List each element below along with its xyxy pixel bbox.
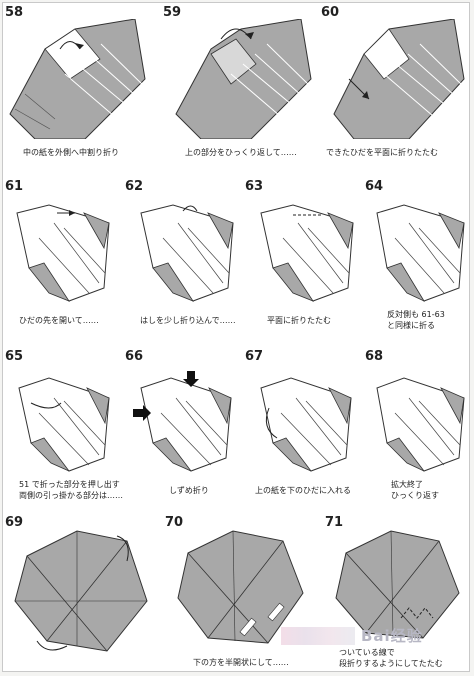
step-caption: はしを少し折り込んで…… — [140, 316, 236, 325]
step-number: 68 — [365, 349, 384, 364]
diagram-sheet: 58 中の紙を外側へ中割り折り 59 — [2, 2, 470, 672]
step-number: 59 — [163, 5, 182, 20]
step-caption: 下の方を半開状にして…… — [193, 658, 289, 667]
fold-diagram-69 — [14, 530, 148, 652]
step-caption: 拡大終了 ひっくり返す — [391, 480, 439, 500]
step-67: 67 上の紙を下のひだに入れる — [245, 349, 360, 509]
step-62: 62 はしを少し折り込んで…… — [125, 179, 240, 339]
step-number: 69 — [5, 515, 24, 530]
step-66: 66 しずめ折り — [125, 349, 240, 509]
fold-diagram-66 — [133, 371, 232, 472]
watermark-blur — [281, 627, 355, 645]
step-caption: ひだの先を開いて…… — [19, 316, 99, 325]
step-caption: ついている線で 段折りするようにしてたたむ — [339, 648, 443, 668]
fold-diagram-71 — [335, 530, 460, 639]
step-number: 65 — [5, 349, 24, 364]
step-number: 67 — [245, 349, 264, 364]
step-number: 63 — [245, 179, 264, 194]
fold-diagram-63 — [260, 204, 354, 302]
fold-diagram-60 — [333, 19, 465, 139]
step-64: 64 反対側も 61-63 と同様に折る — [365, 179, 470, 339]
step-number: 62 — [125, 179, 144, 194]
step-61: 61 ひだの先を開いて…… — [5, 179, 120, 339]
step-caption: できたひだを平面に折りたたむ — [326, 148, 438, 157]
fold-diagram-65 — [18, 377, 110, 472]
step-63: 63 平面に折りたたむ — [245, 179, 360, 339]
fold-diagram-67 — [260, 377, 352, 472]
fold-diagram-58 — [9, 19, 146, 139]
fold-diagram-68 — [376, 377, 465, 472]
step-59: 59 上の部分をひっくり返して…… — [163, 5, 313, 170]
fold-diagram-61 — [16, 204, 110, 302]
step-number: 64 — [365, 179, 384, 194]
step-caption: 反対側も 61-63 と同様に折る — [387, 310, 445, 330]
step-caption: 51 で折った部分を押し出す 両側の引っ掛かる部分は…… — [19, 480, 123, 500]
step-number: 61 — [5, 179, 24, 194]
fold-diagram-64 — [376, 204, 465, 302]
step-68: 68 拡大終了 ひっくり返す — [365, 349, 470, 509]
step-number: 58 — [5, 5, 24, 20]
step-number: 70 — [165, 515, 184, 530]
step-number: 66 — [125, 349, 144, 364]
step-caption: 平面に折りたたむ — [267, 316, 331, 325]
step-caption: 上の紙を下のひだに入れる — [255, 486, 351, 495]
fold-diagram-70 — [177, 530, 304, 644]
step-65: 65 51 で折った部分を押し出す 両側の引っ掛かる部分は…… — [5, 349, 123, 509]
fold-diagram-59 — [175, 19, 312, 139]
step-70: 70 下の方を半開状にして…… — [165, 515, 315, 671]
step-caption: 上の部分をひっくり返して…… — [185, 148, 297, 157]
step-58: 58 中の紙を外側へ中割り折り — [5, 5, 155, 170]
step-number: 71 — [325, 515, 344, 530]
step-caption: しずめ折り — [169, 486, 209, 495]
fold-diagram-62 — [140, 204, 234, 302]
watermark-logo: Bai经验 — [361, 627, 423, 645]
step-number: 60 — [321, 5, 340, 20]
watermark: Bai经验 — [281, 623, 471, 651]
step-71: 71 ついている線で 段折りするようにしてたたむ — [325, 515, 471, 671]
step-60: 60 できたひだを平面に折りたたむ — [321, 5, 471, 170]
step-69: 69 — [5, 515, 155, 671]
step-caption: 中の紙を外側へ中割り折り — [23, 148, 119, 157]
